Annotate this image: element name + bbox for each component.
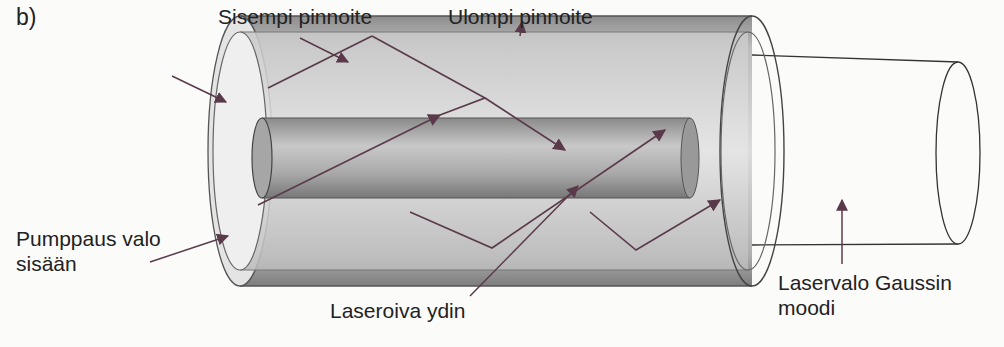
part-label: Ulompi pinnoite: [448, 4, 648, 29]
leader-lines: [150, 22, 842, 296]
inner-cladding: [213, 32, 748, 270]
lasing-core: [252, 118, 699, 198]
fiber-end-face: [720, 16, 784, 286]
part-label: Laseroiva ydin: [330, 298, 530, 323]
part-label: Pumppaus valo sisään: [16, 226, 166, 276]
part-label: Sisempi pinnoite: [218, 4, 418, 29]
outer-cladding: [208, 16, 752, 286]
part-label: Laservalo Gaussin moodi: [778, 270, 968, 320]
output-beam: [752, 55, 980, 245]
pump-rays: [258, 36, 720, 250]
panel-letter: b): [16, 4, 76, 32]
